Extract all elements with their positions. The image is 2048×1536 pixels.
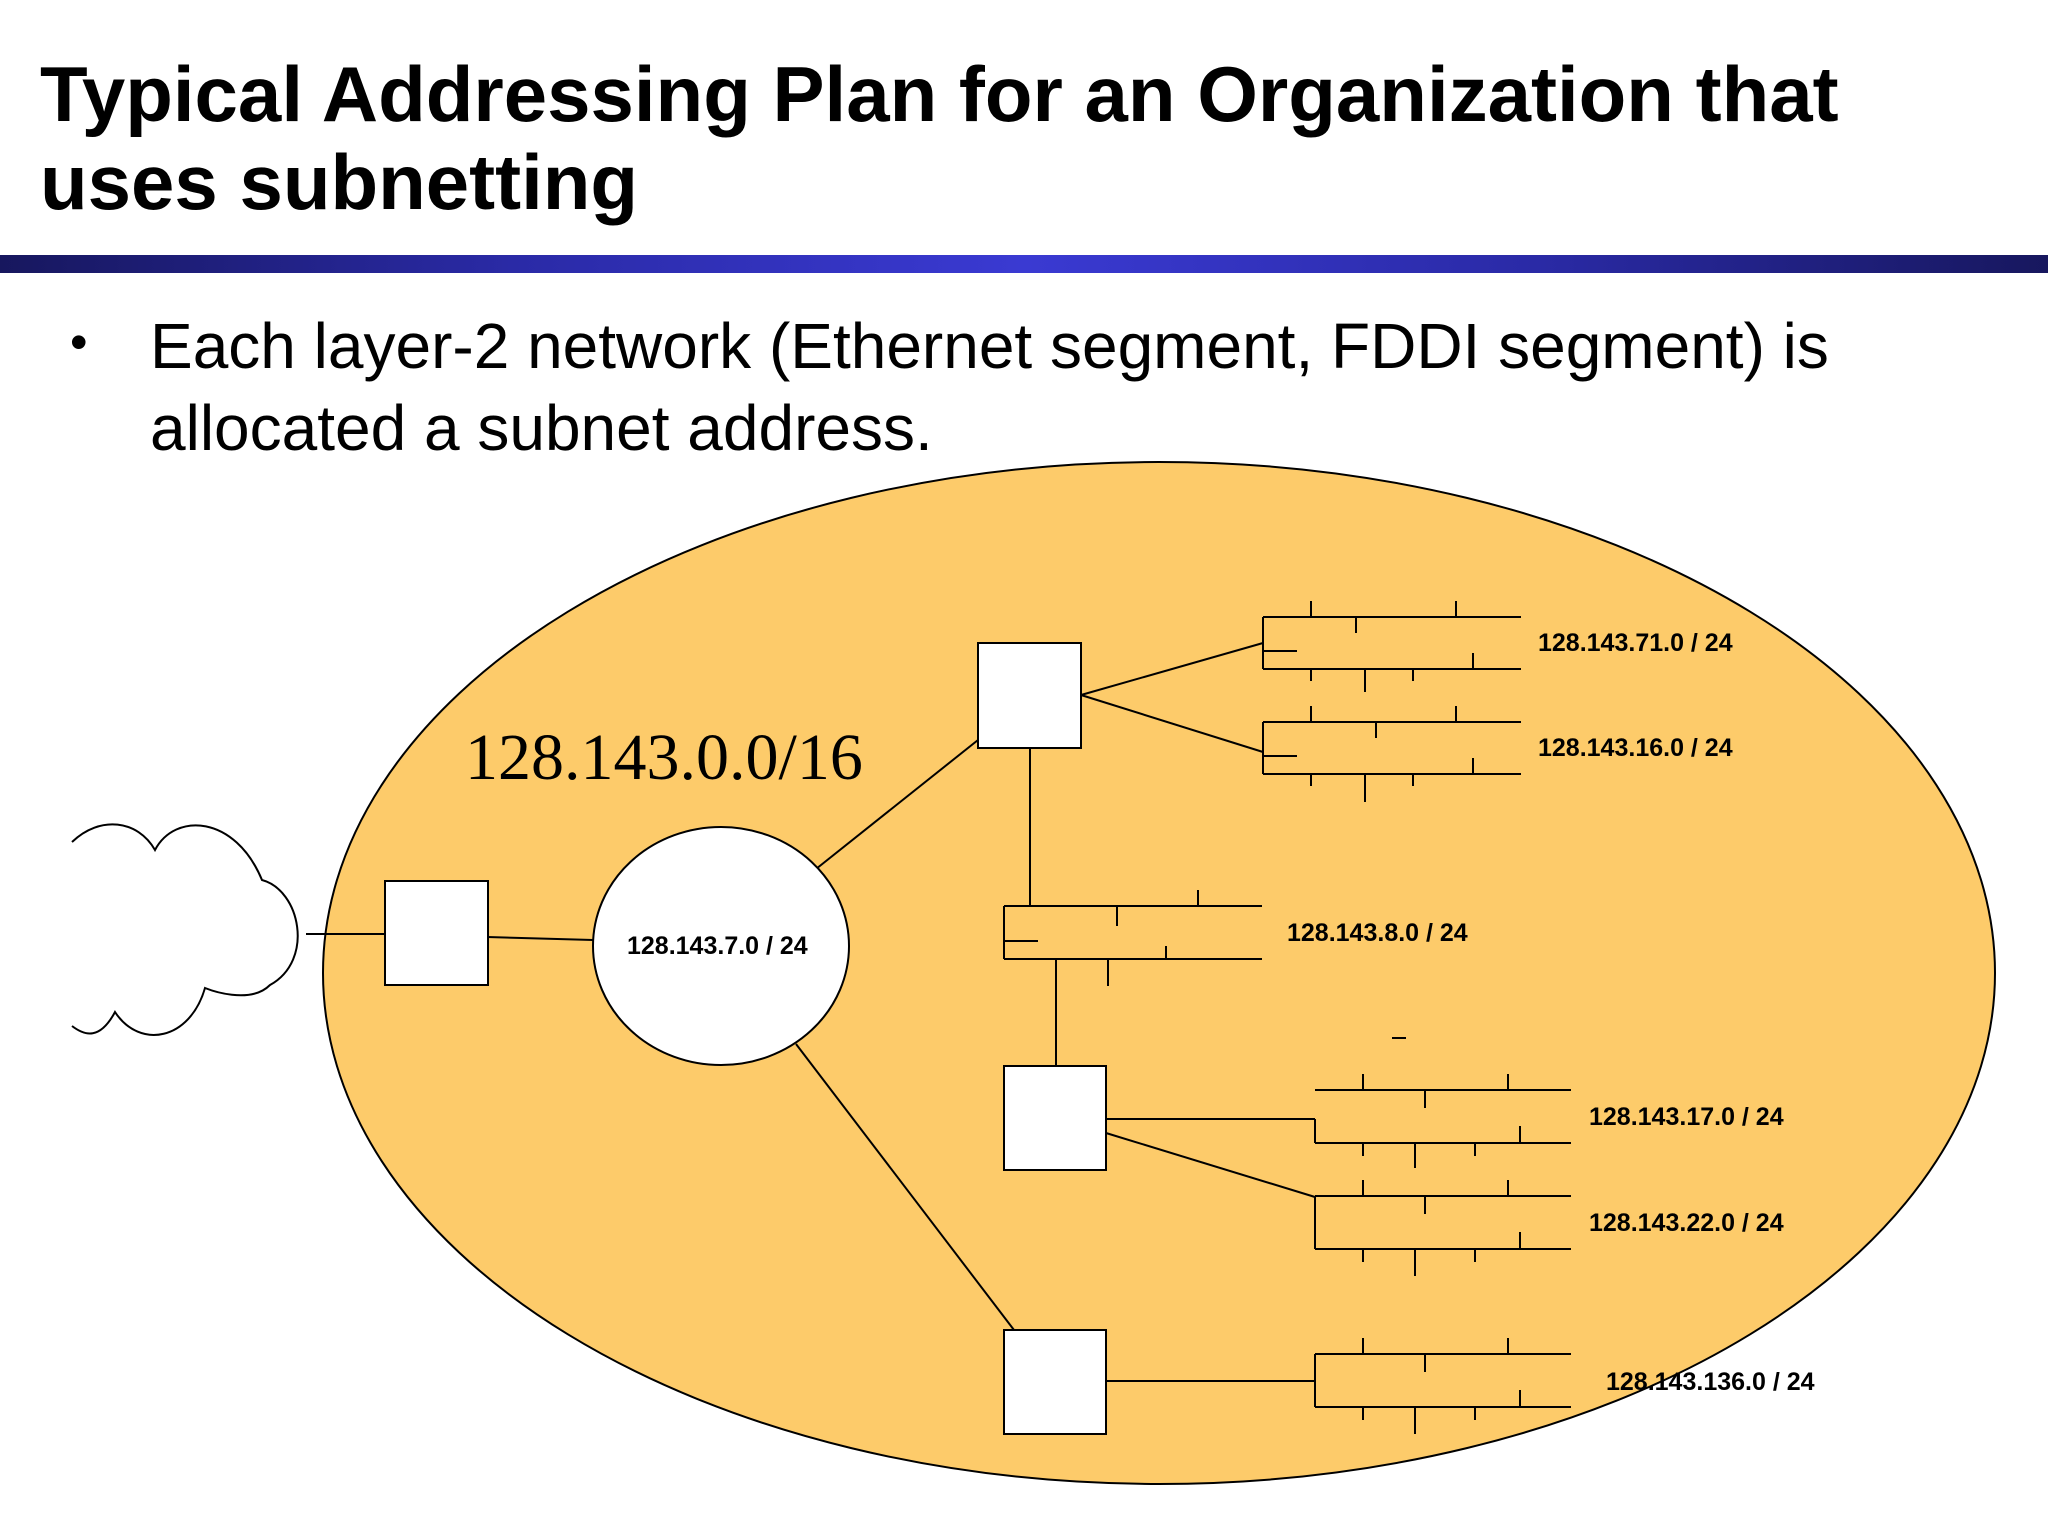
subnet-label: 128.143.8.0 / 24 <box>1287 919 1468 947</box>
border-router <box>384 880 489 986</box>
subnet-label: 128.143.71.0 / 24 <box>1538 629 1733 657</box>
links <box>306 642 1316 1382</box>
organization-ellipse <box>322 461 1996 1485</box>
router-middle <box>1003 1065 1107 1171</box>
title-divider-bar <box>0 255 2048 273</box>
subnet-label: 128.143.136.0 / 24 <box>1606 1368 1815 1396</box>
bullet-item: • Each layer-2 network (Ethernet segment… <box>70 305 2020 469</box>
fddi-ring <box>592 826 850 1066</box>
organization-network-label: 128.143.0.0/16 <box>465 721 863 794</box>
ethernet-segment <box>1262 601 1521 692</box>
slide-title: Typical Addressing Plan for an Organizat… <box>40 50 1839 226</box>
subnet-label: 128.143.16.0 / 24 <box>1538 734 1733 762</box>
fddi-subnet-label: 128.143.7.0 / 24 <box>627 932 808 960</box>
internet-cloud-icon <box>71 823 299 1036</box>
ethernet-segment <box>1314 1074 1571 1168</box>
ethernet-segment <box>1003 890 1262 986</box>
subnet-label: 128.143.17.0 / 24 <box>1589 1103 1784 1131</box>
subnet-label: 128.143.22.0 / 24 <box>1589 1209 1784 1237</box>
ethernet-segment <box>1314 1338 1571 1434</box>
bullet-text: Each layer-2 network (Ethernet segment, … <box>150 310 1829 464</box>
bullet-list: • Each layer-2 network (Ethernet segment… <box>70 305 2020 469</box>
router-top <box>977 642 1082 749</box>
ethernet-segment <box>1262 706 1521 802</box>
ethernet-segment <box>1314 1180 1571 1276</box>
router-bottom <box>1003 1329 1107 1435</box>
bullet-dot-icon: • <box>70 314 88 370</box>
